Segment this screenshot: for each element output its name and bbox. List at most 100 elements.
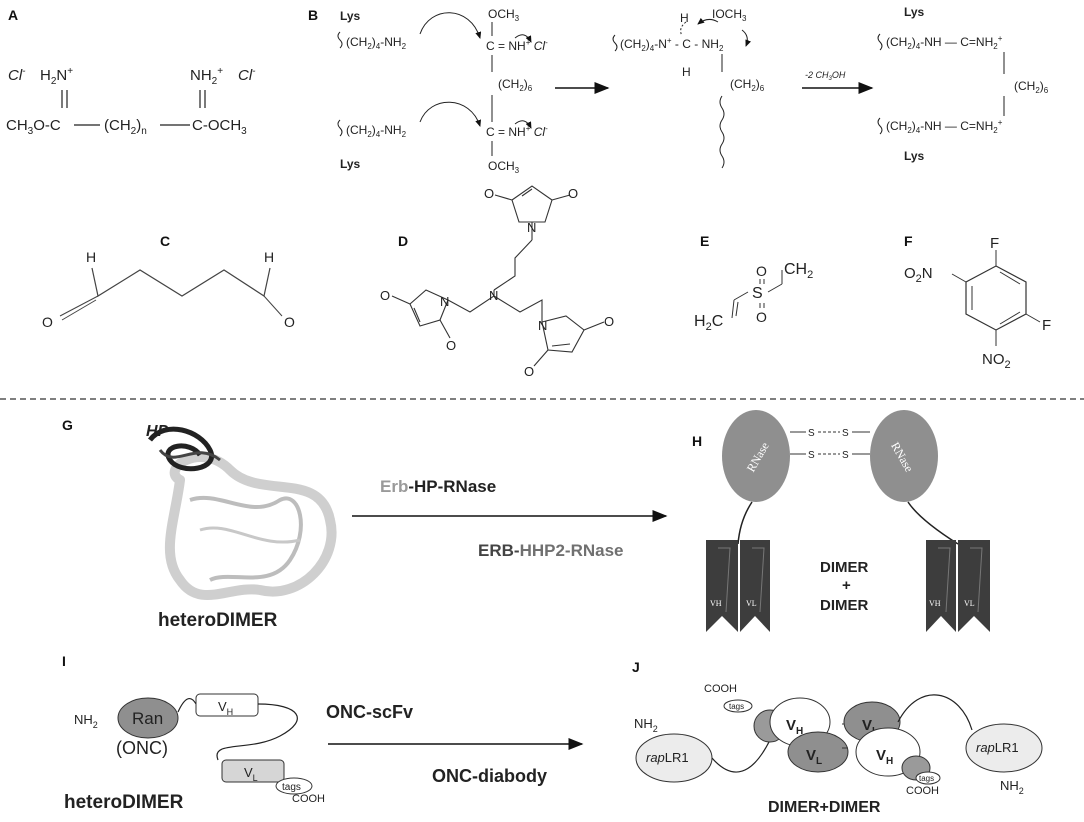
ran-label: Ran [132, 709, 163, 728]
atom-o-2: O [568, 186, 578, 201]
disulfide-bonds: S S S S [790, 428, 870, 461]
rnase-right [870, 410, 938, 502]
atom-o-3: O [380, 288, 390, 303]
panel-label-b: B [308, 7, 318, 23]
methoxy-leaving: IOCH3 [712, 7, 747, 23]
vinyl-h2c: H2C [694, 313, 723, 333]
panel-label-g: G [62, 417, 73, 433]
sulfonyl-o-bottom: O [756, 309, 767, 325]
atom-n-1: N [527, 220, 536, 235]
sulfonyl-o-top: O [756, 263, 767, 279]
vh-label-left: VH [710, 599, 722, 608]
imidate-top: C = NH+ Cl- [486, 38, 548, 53]
panel-d-atoms: O O N N N O O N O O [380, 186, 614, 379]
squiggle-2 [337, 119, 343, 137]
tags-j-left: tags [729, 702, 744, 711]
chloride-left: Cl- [8, 66, 26, 84]
atom-o-5: O [604, 314, 614, 329]
maleimide-ring-bottom [541, 315, 585, 353]
c-terminus-i: COOH [292, 793, 325, 805]
amidine-top: (CH2)4-NH — C=NH2+ [886, 34, 1003, 51]
panel-label-j: J [632, 659, 640, 675]
n-terminus-j-right: NH2 [1000, 778, 1024, 796]
heterodimer-label-i: heteroDIMER [64, 792, 184, 813]
atom-n-2: N [440, 294, 449, 309]
atom-o-1: O [484, 186, 494, 201]
n-terminus-j-left: NH2 [634, 716, 658, 734]
vh-label-i: VH [218, 699, 233, 717]
aldehyde-o-right: O [284, 314, 295, 330]
methoxy-bottom: OCH3 [488, 159, 520, 175]
methylene-chain: (CH2)n [104, 117, 147, 137]
panel-label-a: A [8, 7, 18, 23]
arrow-label-top-i: ONC-scFv [326, 702, 413, 722]
vh-label-right: VH [929, 599, 941, 608]
raplr1-label-right: rapLR1 [976, 740, 1019, 755]
atom-o-4: O [446, 338, 456, 353]
methoxy-imidate-left: CH3O-C [6, 117, 61, 137]
vinyl-ch2: CH2 [784, 261, 813, 281]
raplr1-label-left: rapLR1 [646, 750, 689, 765]
c-terminus-j-right: COOH [906, 785, 939, 797]
fluorine-right: F [1042, 317, 1051, 334]
panel-label-c: C [160, 233, 170, 249]
methoxy-top: OCH3 [488, 7, 520, 23]
h2n-plus-group: H2N+ [40, 66, 73, 87]
panel-label-f: F [904, 233, 913, 249]
sulfur-2: S [842, 428, 849, 439]
amidine-bottom: (CH2)4-NH — C=NH2+ [886, 118, 1003, 135]
tags-j-right: tags [919, 774, 934, 783]
antibody-fragment-right: VH VL [926, 540, 990, 632]
nitro-left: O2N [904, 265, 933, 285]
lys-product-top: Lys [904, 5, 925, 19]
panel-label-h: H [692, 433, 702, 449]
glutaraldehyde-backbone [91, 267, 271, 297]
h-bottom: H [682, 65, 691, 79]
aldehyde-h-left: H [86, 249, 96, 265]
vh-label-j-left: VH [786, 717, 803, 737]
panel-h: H RNase RNase S S S S VH VL [692, 410, 990, 632]
fluorine-top: F [990, 235, 999, 252]
sulfur-atom: S [752, 285, 763, 302]
hexamethylene-int: (CH2)6 [730, 77, 765, 93]
nh2-plus-group-right: NH2+ [190, 66, 223, 87]
panel-e: E O S O CH2 H2C [694, 233, 813, 333]
attack-arrow-top [419, 12, 482, 39]
heterodimer-label-g: heteroDIMER [158, 610, 278, 631]
imidate-bottom: C = NH+ Cl- [486, 124, 548, 139]
panel-label-i: I [62, 653, 66, 669]
atom-n-center: N [489, 288, 498, 303]
panel-g: G HP heteroDIMER Erb-HP-RNase ERB-HHP2-R… [62, 417, 668, 631]
vl-domain-i [221, 759, 285, 783]
panel-label-e: E [700, 233, 709, 249]
vl-label-left: VL [746, 599, 757, 608]
lysine-chain-top: (CH2)4-NH2 [346, 35, 407, 51]
vl-label-j-left: VL [806, 747, 822, 767]
dimer-dimer-label: DIMER+DIMER [768, 799, 881, 816]
dimer-label-1: DIMER [820, 559, 869, 576]
vh-domain-i [195, 693, 259, 717]
sulfur-1: S [808, 428, 815, 439]
vl-label-right: VL [964, 599, 975, 608]
panel-f: F F F O2N NO2 [904, 233, 1051, 371]
tags-i [275, 777, 313, 795]
protein-ribbon-structure [148, 426, 337, 600]
raplr1-right [965, 723, 1043, 773]
sulfur-3: S [808, 450, 815, 461]
panel-a: A Cl- H2N+ NH2+ Cl- CH3O-C (CH2)n C-OCH3 [6, 7, 256, 137]
chloride-right: Cl- [238, 66, 256, 84]
attack-arrow-bottom [419, 101, 482, 127]
antibody-fragment-left: VH VL [706, 540, 770, 632]
hexamethylene-product: (CH2)6 [1014, 79, 1049, 95]
panel-d: D [391, 185, 605, 367]
aldehyde-o-left: O [42, 314, 53, 330]
maleimide-ring-left [409, 289, 449, 327]
tetrahedral-intermediate: (CH2)4-N+ - C - NH2 [620, 36, 724, 53]
n-terminus-i: NH2 [74, 712, 98, 730]
panel-label-d: D [398, 233, 408, 249]
tags-label-i: tags [282, 782, 301, 793]
panel-c: C H H O O [42, 233, 295, 330]
arrow-label-bottom-g: ERB-HHP2-RNase [478, 541, 624, 560]
dimer-plus: + [842, 577, 851, 594]
